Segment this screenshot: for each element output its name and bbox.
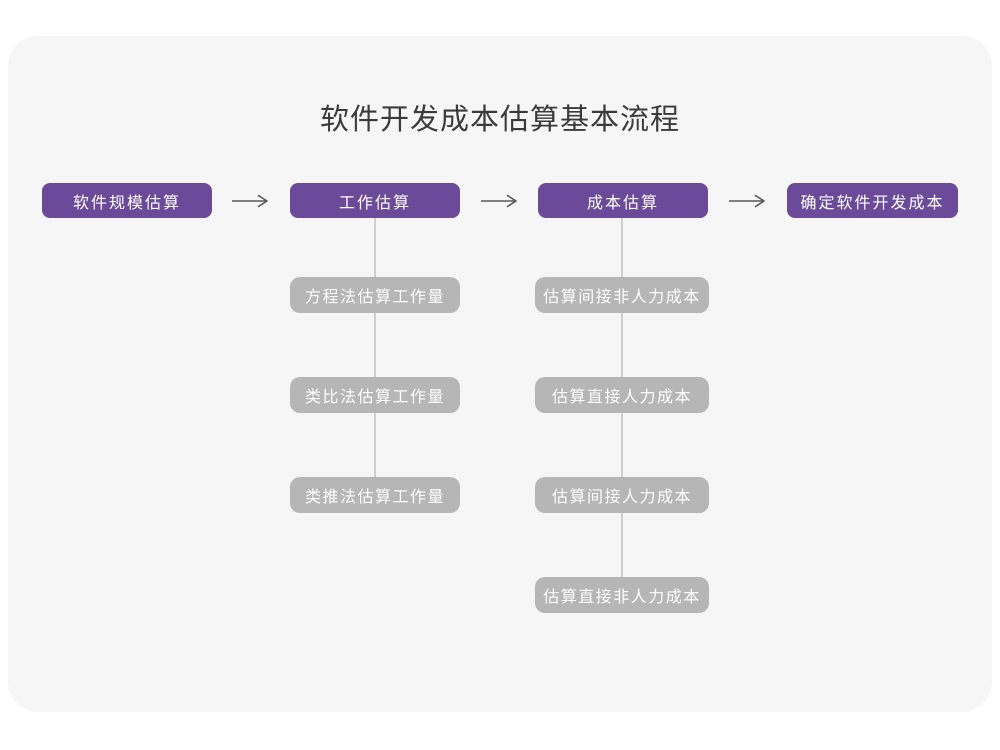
substep-label: 类比法估算工作量 (304, 389, 445, 406)
substep-box-direct-labor-cost: 估算直接人力成本 (535, 377, 709, 413)
connector-line-work (374, 218, 376, 483)
substep-label: 估算直接人力成本 (551, 389, 692, 406)
substep-label: 类推法估算工作量 (304, 489, 445, 506)
stage-box-software-scale-estimation: 软件规模估算 (42, 183, 212, 218)
substep-box-equation-method: 方程法估算工作量 (290, 277, 460, 313)
flow-arrow-icon (481, 194, 517, 208)
stage-label: 工作估算 (338, 194, 411, 212)
substep-box-direct-nonlabor-cost: 估算直接非人力成本 (535, 577, 709, 613)
substep-box-indirect-labor-cost: 估算间接人力成本 (535, 477, 709, 513)
stage-box-determine-software-dev-cost: 确定软件开发成本 (787, 183, 958, 218)
substep-box-analogy-method: 类比法估算工作量 (290, 377, 460, 413)
stage-box-work-estimation: 工作估算 (290, 183, 460, 218)
substep-label: 估算间接非人力成本 (543, 289, 701, 306)
flow-arrow-icon (232, 194, 268, 208)
substep-label: 方程法估算工作量 (304, 289, 445, 306)
diagram-title: 软件开发成本估算基本流程 (319, 104, 680, 136)
substep-label: 估算直接非人力成本 (543, 589, 701, 606)
stage-label: 成本估算 (586, 194, 659, 212)
stage-label: 确定软件开发成本 (800, 194, 945, 212)
substep-box-extrapolation-method: 类推法估算工作量 (290, 477, 460, 513)
stage-box-cost-estimation: 成本估算 (538, 183, 708, 218)
diagram-card (8, 36, 992, 712)
stage-label: 软件规模估算 (72, 194, 181, 212)
substep-box-indirect-nonlabor-cost: 估算间接非人力成本 (535, 277, 709, 313)
substep-label: 估算间接人力成本 (551, 489, 692, 506)
flow-arrow-icon (729, 194, 765, 208)
